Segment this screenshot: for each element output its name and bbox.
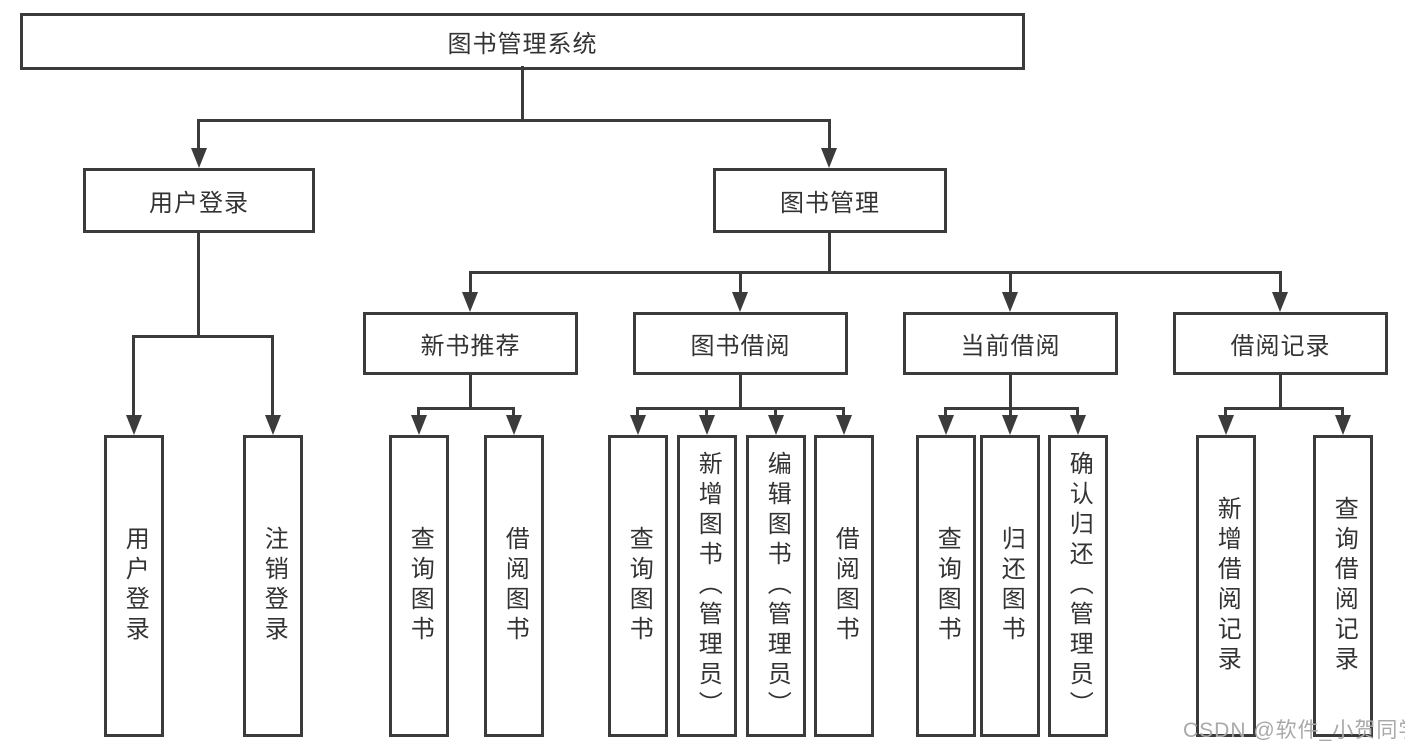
- arrow-down-icon: [821, 148, 837, 168]
- arrow-down-icon: [768, 415, 784, 435]
- connector: [417, 407, 420, 418]
- leaf-confirm-return-admin: 确认归还（管理员）: [1048, 435, 1108, 737]
- connector: [132, 335, 135, 417]
- arrow-down-icon: [1002, 292, 1018, 312]
- connector: [828, 230, 831, 273]
- node-library-system: 图书管理系统: [20, 13, 1025, 70]
- connector: [774, 407, 777, 418]
- connector: [512, 407, 515, 418]
- leaf-user-login-label: 用户登录: [121, 526, 149, 646]
- arrow-down-icon: [938, 415, 954, 435]
- arrow-down-icon: [1002, 415, 1018, 435]
- connector: [636, 407, 845, 410]
- arrow-down-icon: [191, 148, 207, 168]
- connector: [469, 271, 1282, 274]
- arrow-down-icon: [1218, 415, 1234, 435]
- leaf-query-borrow-record-label: 查询借阅记录: [1330, 496, 1358, 676]
- arrow-down-icon: [411, 415, 427, 435]
- leaf-query-books-label: 查询图书: [625, 526, 653, 646]
- leaf-add-borrow-record-label: 新增借阅记录: [1213, 496, 1241, 676]
- arrow-down-icon: [699, 415, 715, 435]
- leaf-query-borrow-record: 查询借阅记录: [1313, 435, 1373, 737]
- connector: [197, 230, 200, 337]
- node-borrowing-records: 借阅记录: [1173, 312, 1388, 375]
- connector: [1009, 372, 1012, 409]
- connector: [1009, 271, 1012, 294]
- arrow-down-icon: [630, 415, 646, 435]
- connector: [469, 372, 472, 409]
- node-current-borrowing: 当前借阅: [903, 312, 1118, 375]
- connector: [1224, 407, 1344, 410]
- node-user-login: 用户登录: [83, 168, 315, 233]
- leaf-query-books-label: 查询图书: [933, 526, 961, 646]
- arrow-down-icon: [126, 415, 142, 435]
- connector: [636, 407, 639, 418]
- connector: [198, 119, 831, 122]
- leaf-confirm-return-admin-label: 确认归还（管理员）: [1065, 451, 1093, 721]
- arrow-down-icon: [732, 292, 748, 312]
- arrow-down-icon: [462, 292, 478, 312]
- connector: [1341, 407, 1344, 418]
- connector: [132, 335, 274, 338]
- leaf-return-books: 归还图书: [980, 435, 1040, 737]
- leaf-edit-book-admin-label: 编辑图书（管理员）: [763, 451, 791, 721]
- arrow-down-icon: [1070, 415, 1086, 435]
- leaf-user-login: 用户登录: [104, 435, 164, 737]
- arrow-down-icon: [265, 415, 281, 435]
- connector: [739, 372, 742, 409]
- connector: [1076, 407, 1079, 418]
- arrow-down-icon: [1335, 415, 1351, 435]
- node-book-borrowing: 图书借阅: [633, 312, 848, 375]
- leaf-return-books-label: 归还图书: [997, 526, 1025, 646]
- leaf-query-books-label: 查询图书: [406, 526, 434, 646]
- leaf-query-books: 查询图书: [608, 435, 668, 737]
- connector: [1009, 407, 1012, 418]
- connector: [197, 119, 200, 151]
- leaf-logout: 注销登录: [243, 435, 303, 737]
- leaf-add-book-admin-label: 新增图书（管理员）: [694, 451, 722, 721]
- watermark: CSDN @软件_小贺同学: [1183, 719, 1405, 742]
- leaf-edit-book-admin: 编辑图书（管理员）: [746, 435, 806, 737]
- leaf-borrow-books: 借阅图书: [814, 435, 874, 737]
- leaf-query-books: 查询图书: [389, 435, 449, 737]
- leaf-borrow-books-label: 借阅图书: [831, 526, 859, 646]
- connector: [828, 119, 831, 151]
- connector: [739, 271, 742, 294]
- arrow-down-icon: [1272, 292, 1288, 312]
- arrow-down-icon: [506, 415, 522, 435]
- connector: [1279, 271, 1282, 294]
- connector: [521, 66, 524, 121]
- leaf-add-book-admin: 新增图书（管理员）: [677, 435, 737, 737]
- connector: [417, 407, 515, 410]
- leaf-query-books: 查询图书: [916, 435, 976, 737]
- node-new-book-recommend: 新书推荐: [363, 312, 578, 375]
- connector: [705, 407, 708, 418]
- connector: [1279, 372, 1282, 409]
- leaf-borrow-books-label: 借阅图书: [501, 526, 529, 646]
- connector: [469, 271, 472, 294]
- leaf-borrow-books: 借阅图书: [484, 435, 544, 737]
- leaf-add-borrow-record: 新增借阅记录: [1196, 435, 1256, 737]
- connector: [842, 407, 845, 418]
- node-book-management: 图书管理: [713, 168, 947, 233]
- leaf-logout-label: 注销登录: [260, 526, 288, 646]
- connector: [271, 335, 274, 417]
- arrow-down-icon: [836, 415, 852, 435]
- connector: [1224, 407, 1227, 418]
- connector: [944, 407, 947, 418]
